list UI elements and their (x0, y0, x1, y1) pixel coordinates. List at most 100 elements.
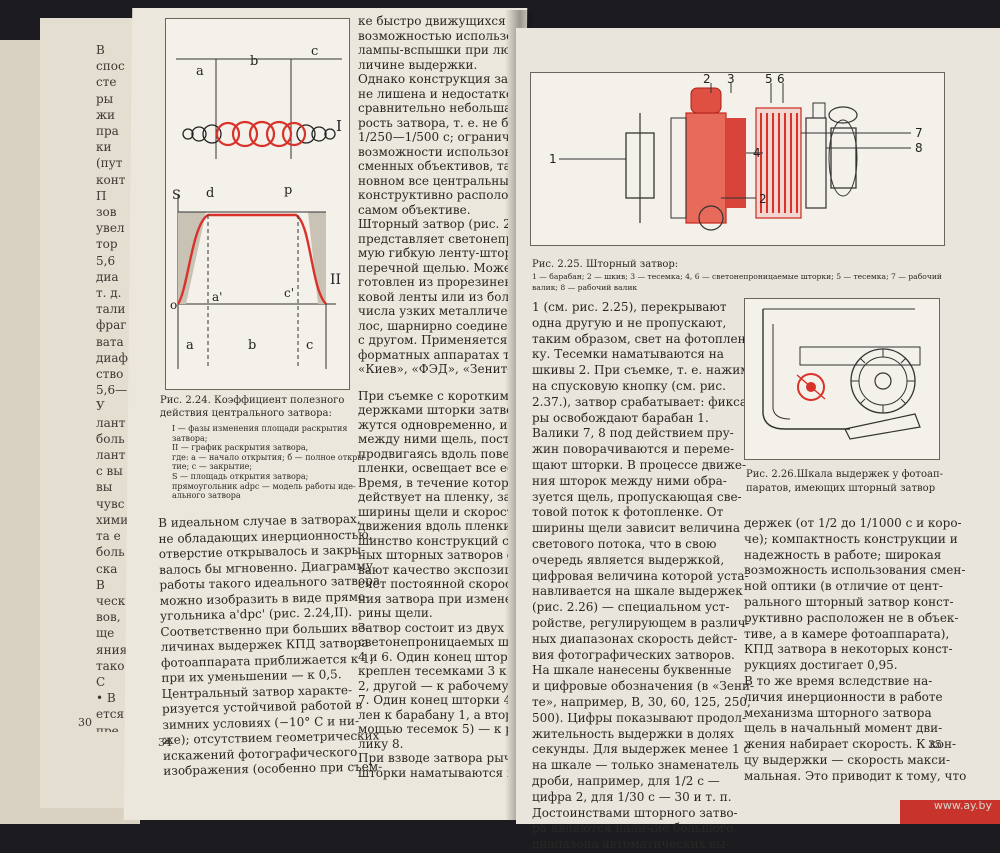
margin-fragment: сте (96, 75, 117, 90)
body-text-line: рины щели. (358, 606, 433, 620)
callout-label: 2 (703, 73, 711, 86)
body-text-line: рукциях достигает 0,95. (744, 658, 898, 673)
margin-fragment: ще (96, 626, 115, 641)
margin-fragment: чувс (96, 496, 125, 511)
body-text-line: ковой ленты или из большого (358, 289, 508, 304)
figure-2-24-caption-legend: I — фазы изменения площади раскрытия зат… (172, 424, 367, 501)
page-34-right-column: ке быстро движущихся объектов;возможност… (358, 14, 508, 804)
watermark: www.ay.by (933, 799, 992, 812)
body-text-line: возможность использования смен- (744, 563, 966, 578)
margin-fragment: боль (96, 545, 125, 560)
body-text-line: 7. Один конец шторки 4 прикреп- (358, 693, 508, 707)
body-text-line: движения вдоль пленки. Боль- (358, 519, 508, 533)
caption-line: тие; c — закрытие; (172, 462, 253, 472)
body-text-line: не лишена и недостатков: это (358, 86, 508, 101)
body-text-line: ния затвора при изменении ши- (358, 591, 508, 606)
body-text-line: мощью тесемок 5) — к рабочему ва- (358, 722, 508, 736)
figure-label: a (196, 64, 204, 79)
margin-fragment: ческ (96, 593, 126, 608)
page-34-left-column: В идеальном случае в затворах,не обладаю… (158, 512, 382, 780)
figure-label: I (336, 117, 342, 135)
caption-line: I — фазы изменения площади раскрытия (172, 424, 348, 433)
figure-2-25-caption-title: Рис. 2.25. Шторный затвор: (532, 259, 679, 270)
margin-fragment: У (96, 399, 105, 414)
callout-label: 7 (915, 126, 923, 140)
body-text-line: шкивы 2. При съемке, т. е. нажиме (532, 363, 757, 378)
body-text-line: лен к барабану 1, а второй (с по- (358, 707, 508, 722)
left-page-number: 30 (78, 716, 92, 729)
figure-2-26-caption-line: Рис. 2.26.Шкала выдержек у фотоап- (746, 469, 943, 480)
body-text-line: вают качество экспозиции за (358, 562, 508, 577)
body-text-line: жения набирает скорость. К кон- (744, 737, 957, 752)
body-text-line: цифра 2, для 1/30 с — 30 и т. п. (532, 789, 732, 804)
body-text-line: личине выдержки. (358, 57, 478, 72)
body-text-line: зуется щель, пропускающая све- (532, 489, 742, 504)
body-text-line: (рис. 2.26) — специальном уст- (532, 600, 730, 615)
body-text-line: Время, в течение которого свет (358, 475, 508, 490)
page-34-number: 34 (158, 736, 172, 749)
body-text-line: Шторный затвор (рис. 2.25) (358, 217, 508, 231)
figure-2-26 (744, 298, 940, 460)
figure-label: b (250, 54, 258, 69)
body-text-line: действует на пленку, зависит от (358, 490, 508, 504)
figure-2-25-legend-line: валик; 8 — рабочий валик (532, 283, 638, 292)
body-text-line: жутся одновременно, имея (358, 417, 508, 432)
margin-fragment: С (96, 674, 106, 689)
caption-line: где: a — начало открытия; б — полное отк… (172, 452, 367, 462)
callout-label: 8 (915, 141, 923, 155)
body-text-line: между ними щель, постепенно (358, 432, 508, 446)
callout-label: 2 (759, 192, 767, 206)
body-text-line: ния шторок между ними обра- (532, 473, 727, 488)
margin-fragment: диаф (96, 350, 128, 365)
body-text-line: на шкале — только знаменатель (532, 758, 739, 773)
callout-label: 6 (777, 73, 785, 86)
body-text-line: рость затвора, т. е. не более (358, 115, 508, 130)
body-text-line: светонепроницаемых шторок (358, 635, 508, 649)
body-text-line: лику 8. (358, 736, 404, 751)
body-text-line: диапазона автоматических вы- (532, 837, 730, 852)
caption-line: ального затвора (172, 491, 241, 501)
margin-fragment: с вы (96, 464, 123, 479)
margin-fragment: В (96, 577, 105, 592)
body-text-line: 1/250—1/500 с; ограниченные (358, 130, 508, 144)
callout-label: 5 (765, 73, 773, 86)
body-text-line: вия фотографических затворов. (532, 647, 735, 662)
body-text-line: ке быстро движущихся объектов; (358, 14, 508, 28)
body-text-line: механизма шторного затвора (744, 705, 932, 720)
body-text-line: таким образом, свет на фотоплен- (532, 331, 750, 346)
body-text-line: «Киев», «ФЭД», «Зенит-Е» и др. (358, 362, 508, 376)
margin-fragment: • В (96, 691, 116, 706)
margin-fragment: пре (96, 723, 119, 732)
body-text-line: числа узких металлических по- (358, 304, 508, 318)
body-text-line: с другом. Применяется в мало- (358, 333, 508, 347)
margin-fragment: та е (96, 529, 121, 544)
body-text-line: продвигаясь вдоль поверхности (358, 446, 508, 461)
margin-fragment: тали (96, 302, 126, 317)
callout-label: 1 (549, 152, 557, 166)
body-text-line: и цифровые обозначения (в «Зени- (532, 679, 755, 694)
body-text-line: лос, шарнирно соединенных друг (358, 318, 508, 333)
margin-fragment: увел (96, 221, 125, 236)
body-text-line: ку. Тесемки наматываются на (532, 347, 724, 362)
body-text-line: ных диапазонах скорость дейст- (532, 631, 738, 646)
body-text-line: форматных аппаратах типа (358, 347, 508, 362)
margin-fragment: ство (96, 367, 124, 382)
margin-fragment: тако (96, 658, 125, 673)
body-text-line: че); компактность конструкции и (744, 531, 958, 546)
figure-2-24-caption-title: Рис. 2.24. Коэффициент полезного действи… (160, 395, 345, 419)
figure-label: II (330, 272, 341, 288)
body-text-line: мальная. Это приводит к тому, что (744, 768, 967, 783)
body-text-line: щают шторки. В процессе движе- (532, 457, 747, 472)
body-text-line: руктивно расположен не в объек- (744, 610, 959, 625)
caption-line: II — график раскрытия затвора, (172, 443, 309, 453)
body-text-line: В то же время вследствие на- (744, 673, 933, 688)
body-text-line: держками шторки затвора дви- (358, 403, 508, 417)
body-text-line (358, 377, 508, 389)
margin-fragment: вов, (96, 610, 121, 625)
body-text-line: ройстве, регулирующем в различ- (532, 615, 750, 630)
caption-line: затвора; (172, 433, 208, 443)
body-text-line: светового потока, что в свою (532, 536, 717, 551)
curtain-shutter-drawing: 1 2 3 5 6 4 7 8 2 (549, 72, 923, 231)
body-text-line: При съемке с короткими вы- (358, 388, 508, 403)
figure-label: d (206, 186, 214, 201)
